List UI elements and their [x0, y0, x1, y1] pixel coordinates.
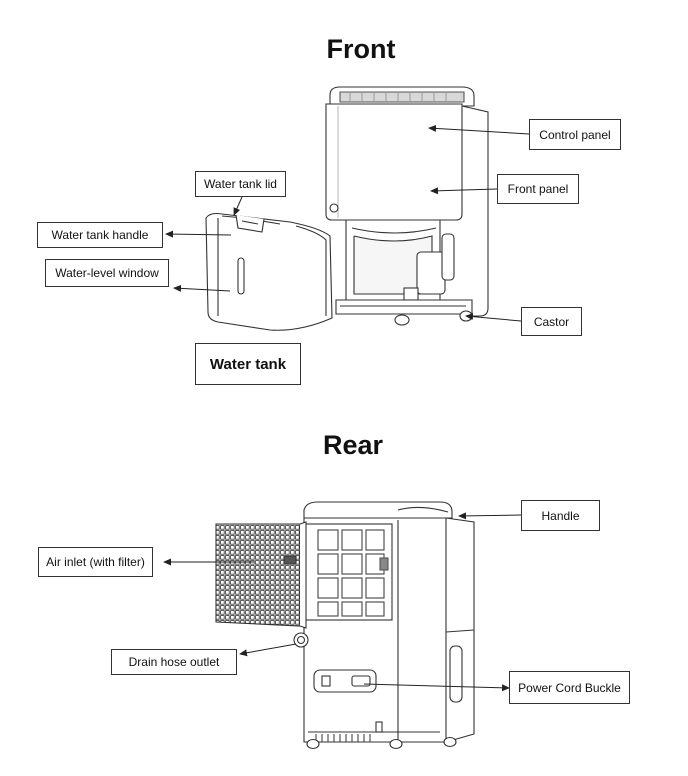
front-dehumidifier-unit: [325, 86, 489, 326]
rear-title: Rear: [322, 430, 384, 460]
air-inlet-filter-cover: [215, 521, 307, 629]
label-power-cord-buckle: Power Cord Buckle: [509, 671, 630, 704]
label-water-tank: Water tank: [195, 343, 301, 385]
label-air-inlet: Air inlet (with filter): [38, 547, 153, 577]
label-castor: Castor: [521, 307, 582, 336]
rear-dehumidifier-unit: [293, 501, 475, 750]
label-water-tank-lid: Water tank lid: [195, 171, 286, 197]
label-control-panel: Control panel: [529, 119, 621, 150]
label-front-panel: Front panel: [497, 174, 579, 204]
water-tank-drawing: [205, 212, 333, 331]
label-water-tank-handle: Water tank handle: [37, 222, 163, 248]
label-handle: Handle: [521, 500, 600, 531]
leader-arrows: [163, 124, 530, 692]
label-drain-hose-outlet: Drain hose outlet: [111, 649, 237, 675]
label-water-level-window: Water-level window: [45, 259, 169, 287]
front-title: Front: [326, 34, 396, 64]
